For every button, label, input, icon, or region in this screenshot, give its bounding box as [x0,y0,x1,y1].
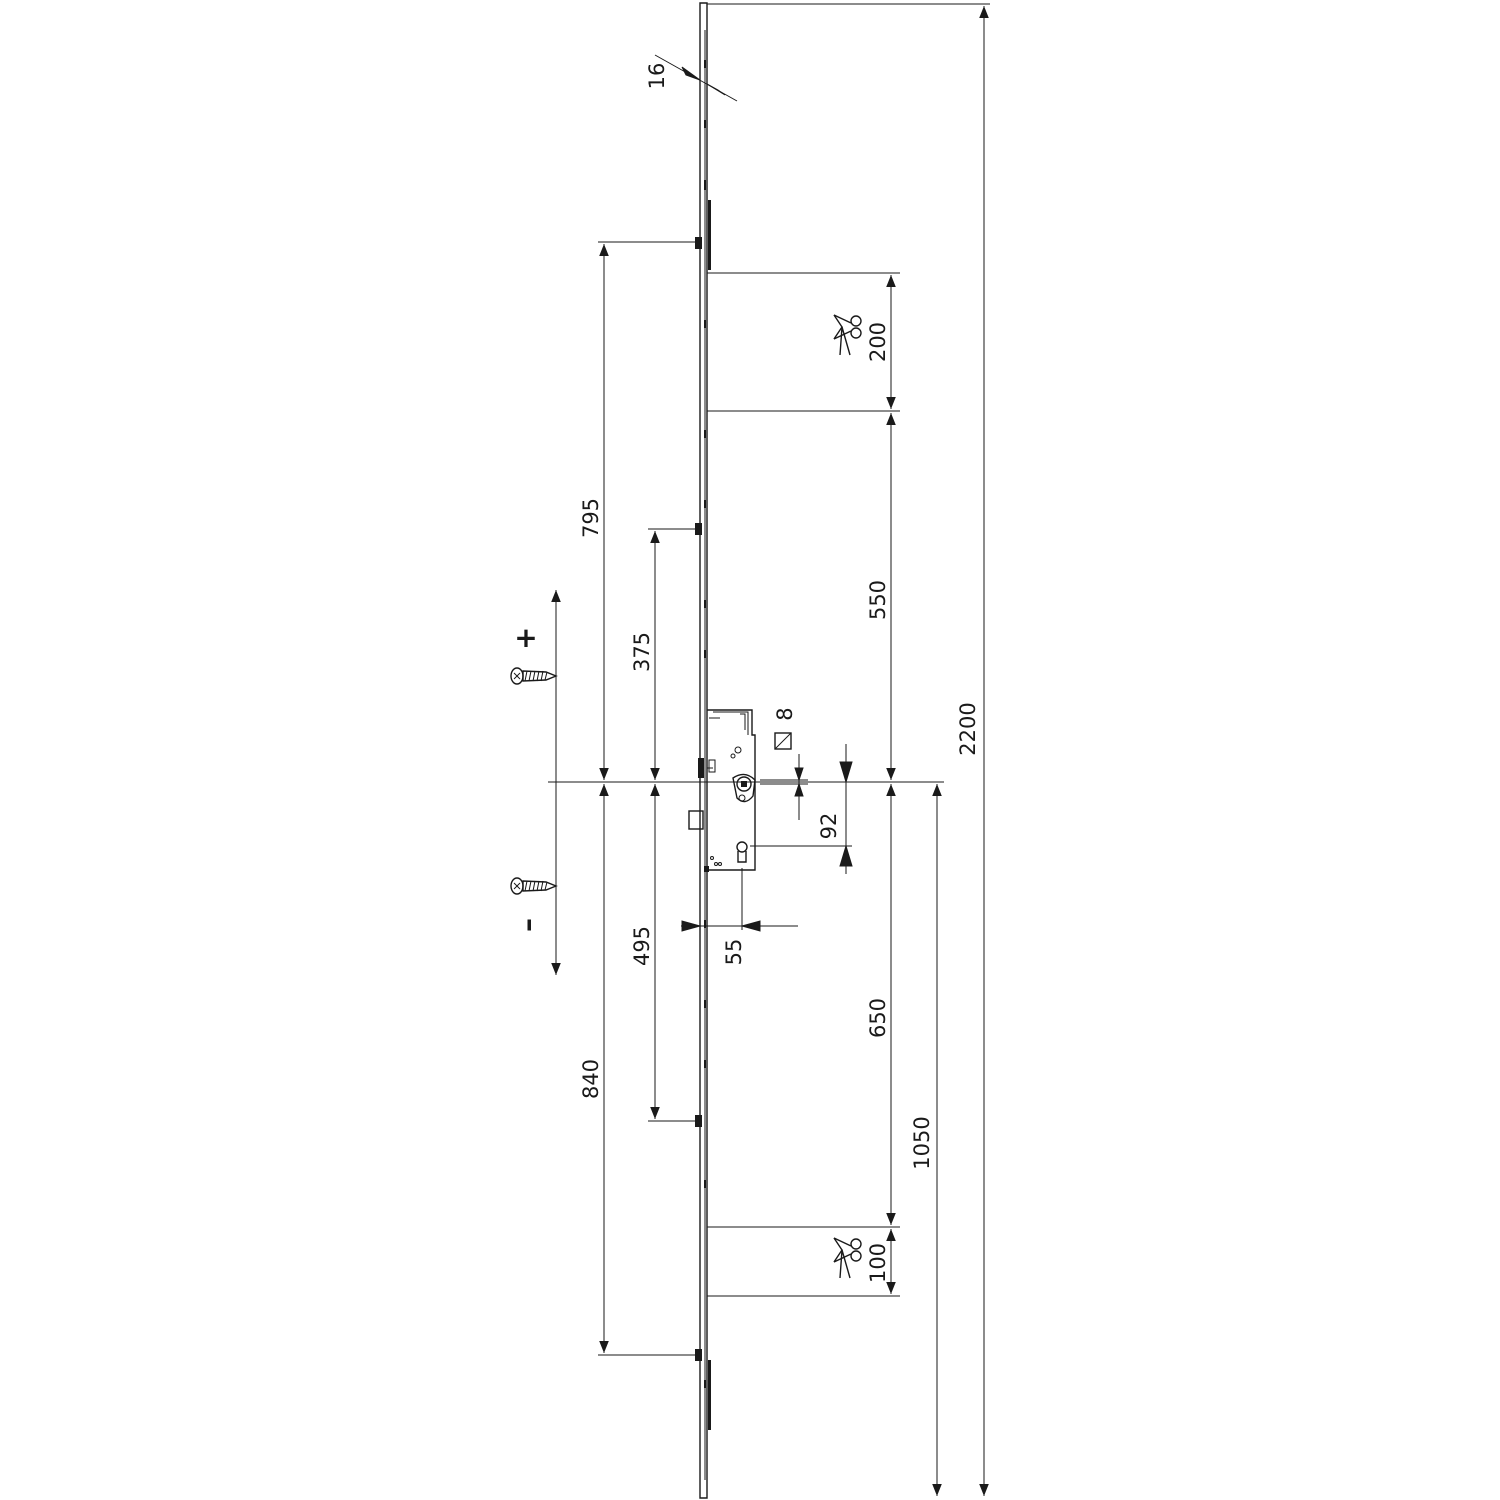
faceplate-rail [695,2,711,1499]
label-handle-height: 1050 [910,1116,934,1169]
top-hook [695,237,702,249]
label-cut-top: 200 [866,322,890,362]
adjust-plus-sign: + [514,621,537,654]
label-rail-thickness: 16 [645,63,669,90]
label-lower-free-section: 650 [866,998,890,1038]
scissors-icon [833,1237,862,1279]
label-upper-free-section: 550 [866,580,890,620]
square-spindle-icon [774,732,792,750]
label-spindle-square: 8 [773,707,797,720]
spindle-follower [732,773,756,803]
extension-lines [548,3,990,1356]
adjust-minus-sign: – [511,918,544,932]
label-cut-bottom: 100 [866,1243,890,1283]
dimension-labels: 2200 795 375 495 840 200 550 650 100 105… [511,63,980,1283]
label-bottom-hook-offset: 840 [579,1059,603,1099]
latch-bolt [688,810,704,830]
label-top-hook-offset: 795 [579,498,603,538]
label-total-height: 2200 [956,702,980,755]
label-lower-bolt-offset: 495 [630,926,654,966]
cylinder-cutout [736,841,748,863]
label-spindle-to-cylinder: 92 [817,813,841,840]
label-upper-bolt-offset: 375 [630,632,654,672]
dimension-lines [551,5,989,1496]
screw-icon [510,877,558,895]
main-lock-case [688,709,756,872]
label-backset: 55 [722,939,746,966]
screw-icon [510,667,558,685]
scissors-icon [833,314,862,356]
